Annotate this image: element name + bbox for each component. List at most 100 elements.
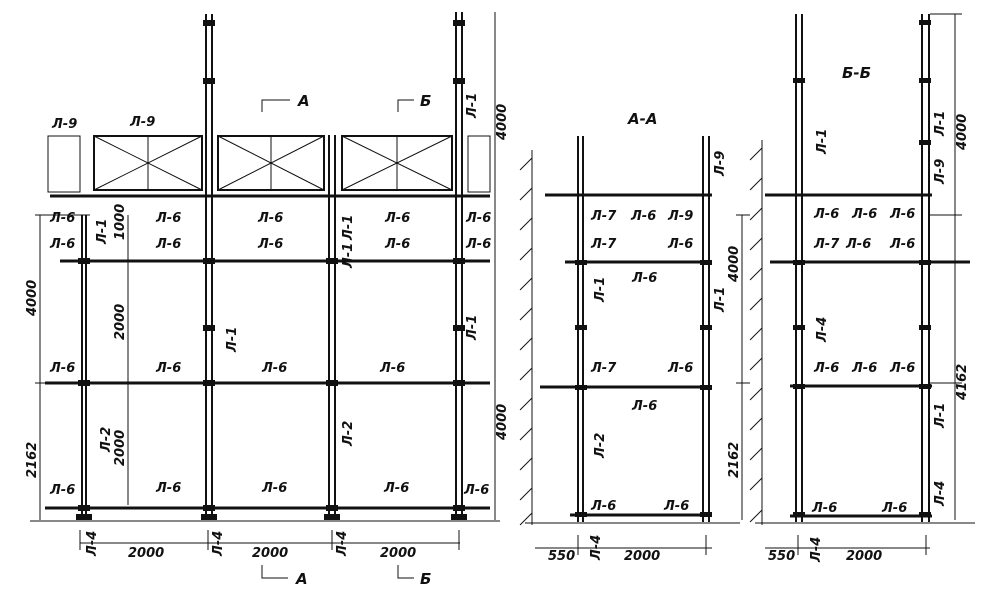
bb-label-r2-2: Л-6 xyxy=(889,237,915,252)
bb-nodes xyxy=(793,20,931,517)
bb-label-l4-right: Л-4 xyxy=(933,481,948,507)
aa-label-l1-left: Л-1 xyxy=(593,277,608,303)
label-r4-4: Л-6 xyxy=(463,483,489,498)
aa-label-r4-0: Л-6 xyxy=(590,499,616,514)
aa-label-r1-0: Л-7 xyxy=(590,209,617,224)
dim-h-2162-left: 2162 xyxy=(25,442,40,478)
label-l1-top-right: Л-1 xyxy=(465,93,480,119)
bb-label-l1-top-left: Л-1 xyxy=(815,129,830,155)
bb-label-r1-1: Л-6 xyxy=(851,207,877,222)
bb-label-l1-top-right: Л-1 xyxy=(933,111,948,137)
label-mid-l1-right: Л-1 xyxy=(465,315,480,341)
aa-dim-offset: 550 xyxy=(548,549,575,564)
label-r1-0: Л-6 xyxy=(49,211,75,226)
label-l4-1: Л-4 xyxy=(211,531,226,557)
section-mark-a-top: А xyxy=(297,92,310,110)
aa-dim-h-2162: 2162 xyxy=(727,442,742,478)
label-l2-mid: Л-2 xyxy=(341,421,356,447)
label-r2-3: Л-1 xyxy=(341,243,356,269)
dim-h-2000a: 2000 xyxy=(113,304,128,340)
label-l2-left: Л-2 xyxy=(99,427,114,453)
aa-label-r4-1: Л-6 xyxy=(663,499,689,514)
wall-hatch-aa xyxy=(519,157,533,526)
aa-dim-h-4000: 4000 xyxy=(727,246,742,283)
bb-label-r4-0: Л-6 xyxy=(811,501,837,516)
bb-label-r2-0: Л-7 xyxy=(813,237,840,252)
label-r2-4: Л-6 xyxy=(384,237,410,252)
label-r2-5: Л-6 xyxy=(465,237,491,252)
bb-label-r3-1: Л-6 xyxy=(851,361,877,376)
section-bb-title: Б-Б xyxy=(842,64,871,82)
section-mark-a-bottom: А xyxy=(295,570,308,588)
label-r1-1: Л-1 xyxy=(95,219,110,245)
aa-label-r3-0: Л-7 xyxy=(590,361,617,376)
front-elevation: А Б А Б Л-9 Л-9 Л-1 Л-6 Л-1 Л-6 Л-6 Л-1 … xyxy=(25,12,510,588)
aa-label-l6-low: Л-6 xyxy=(631,399,657,414)
label-mid-l1: Л-1 xyxy=(225,327,240,353)
bb-dim-width: 2000 xyxy=(846,549,882,564)
bb-dim-h-4162: 4162 xyxy=(955,364,970,401)
bb-label-r1-0: Л-6 xyxy=(813,207,839,222)
bb-label-r3-0: Л-6 xyxy=(813,361,839,376)
guard-panels xyxy=(47,135,491,193)
wall-hatch-bb xyxy=(749,147,763,523)
label-r3-1: Л-6 xyxy=(155,361,181,376)
aa-label-r3-1: Л-6 xyxy=(667,361,693,376)
aa-label-l9: Л-9 xyxy=(713,151,728,177)
section-bb: Б-Б Л-1 Л-1 Л-9 Л-6 Л-6 Л-6 Л-7 Л-6 Л-6 … xyxy=(749,13,975,564)
aa-label-r1-2: Л-9 xyxy=(667,209,693,224)
bb-label-l9: Л-9 xyxy=(933,159,948,185)
label-r3-3: Л-6 xyxy=(379,361,405,376)
label-l4-0: Л-4 xyxy=(85,531,100,557)
aa-dim-width: 2000 xyxy=(624,549,660,564)
label-l4-2: Л-4 xyxy=(335,531,350,557)
label-r3-2: Л-6 xyxy=(261,361,287,376)
bb-label-r4-1: Л-6 xyxy=(881,501,907,516)
aa-label-r2-1: Л-6 xyxy=(667,237,693,252)
dim-bay-2: 2000 xyxy=(252,546,288,561)
dim-bay-3: 2000 xyxy=(380,546,416,561)
label-r3-0: Л-6 xyxy=(49,361,75,376)
front-dimension-lines xyxy=(35,12,496,579)
bb-label-r1-2: Л-6 xyxy=(889,207,915,222)
label-r4-0: Л-6 xyxy=(49,483,75,498)
dim-h-4000-top: 4000 xyxy=(495,104,510,141)
label-l9-mid: Л-9 xyxy=(129,115,155,130)
label-r2-0: Л-6 xyxy=(49,237,75,252)
dim-h-4000-right: 4000 xyxy=(495,404,510,441)
aa-label-l2: Л-2 xyxy=(593,433,608,459)
bb-dim-offset: 550 xyxy=(768,549,795,564)
aa-label-l4: Л-4 xyxy=(589,535,604,561)
aa-label-l1-right: Л-1 xyxy=(713,287,728,313)
label-l9-left: Л-9 xyxy=(51,117,77,132)
aa-nodes xyxy=(575,260,712,517)
dim-h-1000: 1000 xyxy=(113,204,128,240)
post-nodes xyxy=(76,20,467,520)
bb-dim-h-4000: 4000 xyxy=(955,114,970,151)
aa-label-l6-mid: Л-6 xyxy=(631,271,657,286)
bb-label-l4-mid: Л-4 xyxy=(815,317,830,343)
label-r1-3: Л-6 xyxy=(257,211,283,226)
label-r4-2: Л-6 xyxy=(261,481,287,496)
bb-label-r2-1: Л-6 xyxy=(845,237,871,252)
aa-label-r2-0: Л-7 xyxy=(590,237,617,252)
label-r1-5: Л-6 xyxy=(384,211,410,226)
label-r1-6: Л-6 xyxy=(465,211,491,226)
dim-h-2000b: 2000 xyxy=(113,430,128,466)
dim-h-4000-left: 4000 xyxy=(25,280,40,317)
label-r2-1: Л-6 xyxy=(155,237,181,252)
section-aa-title: А-А xyxy=(627,110,657,128)
section-mark-b-top: Б xyxy=(420,92,431,110)
label-r2-2: Л-6 xyxy=(257,237,283,252)
bb-label-l1-low: Л-1 xyxy=(933,403,948,429)
label-r1-4: Л-1 xyxy=(341,215,356,241)
section-mark-b-bottom: Б xyxy=(420,570,431,588)
dim-bay-1: 2000 xyxy=(128,546,164,561)
bb-label-l4-bottom: Л-4 xyxy=(809,537,824,563)
aa-label-r1-1: Л-6 xyxy=(630,209,656,224)
section-aa: А-А Л-9 Л-7 Л-6 Л-9 Л-7 Л-6 Л-1 Л-6 Л-1 … xyxy=(519,110,750,564)
label-r4-1: Л-6 xyxy=(155,481,181,496)
bb-label-r3-2: Л-6 xyxy=(889,361,915,376)
label-r4-3: Л-6 xyxy=(383,481,409,496)
